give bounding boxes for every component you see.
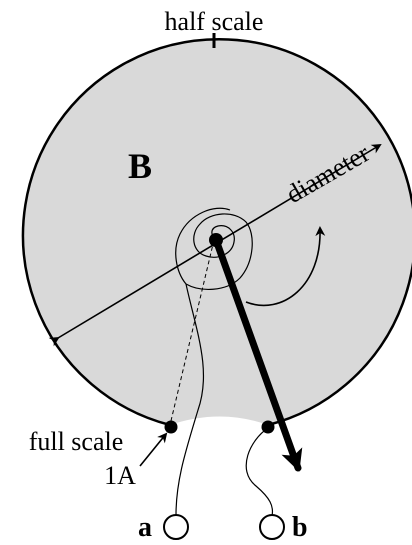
terminal-a-label: a <box>138 512 152 543</box>
full-scale-reference-line <box>169 239 215 426</box>
pivot-point <box>209 233 223 247</box>
terminal-a[interactable] <box>163 514 189 540</box>
half-scale-label: half scale <box>165 7 264 36</box>
meter-disc-outline <box>21 37 412 427</box>
terminal-b[interactable] <box>259 514 285 540</box>
magnetic-field-label: B <box>128 146 152 186</box>
b-contact <box>261 420 275 434</box>
full-scale-contact <box>164 420 178 434</box>
spiral-spring <box>175 207 253 290</box>
rotation-arrow <box>245 226 326 307</box>
current-pointer-arrow <box>139 432 168 467</box>
lead-wire-b <box>245 427 274 517</box>
pointer-needle <box>212 236 303 472</box>
lead-wire-a <box>175 283 205 516</box>
current-label: 1A <box>104 461 136 490</box>
full-scale-label: full scale <box>29 427 124 456</box>
terminal-b-label: b <box>292 512 308 543</box>
